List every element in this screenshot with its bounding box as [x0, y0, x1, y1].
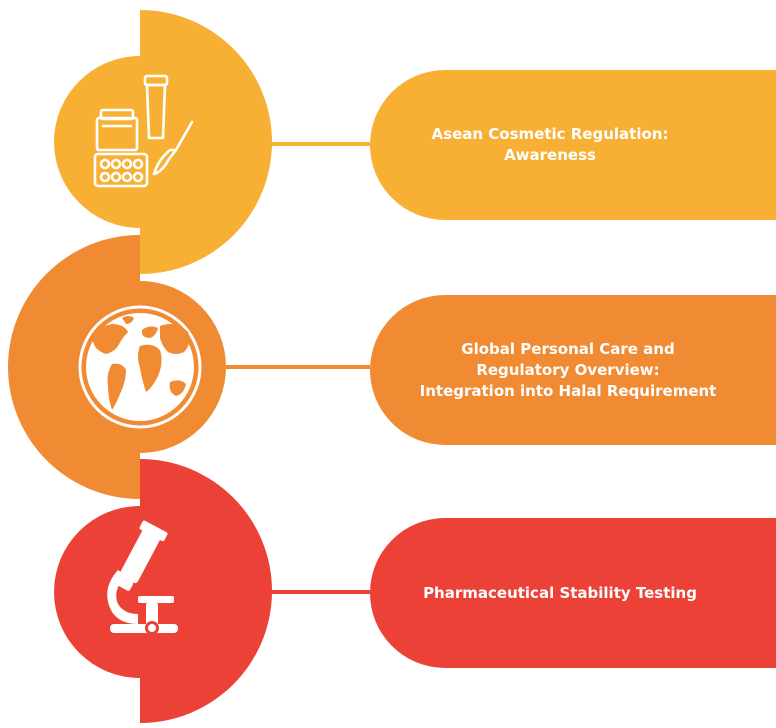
step-2-title: Global Personal Care and Regulatory Over… — [419, 339, 717, 400]
microscope-icon — [107, 520, 178, 635]
yellow-connector — [200, 142, 370, 146]
yellow-spine — [140, 10, 272, 274]
icon-circle-3 — [54, 506, 226, 678]
pill-step-1 — [370, 70, 776, 220]
red-connector — [200, 590, 370, 594]
pill-step-2 — [370, 295, 776, 445]
cosmetics-icon — [93, 74, 194, 188]
pill-step-3 — [370, 518, 776, 668]
red-spine — [140, 459, 272, 723]
step-1-title: Asean Cosmetic Regulation: Awareness — [431, 125, 669, 164]
icon-circle-1 — [54, 56, 226, 228]
globe-icon — [78, 305, 202, 429]
orange-connector — [200, 365, 370, 369]
step-3-title: Pharmaceutical Stability Testing — [423, 583, 697, 602]
orange-spine — [8, 235, 140, 499]
